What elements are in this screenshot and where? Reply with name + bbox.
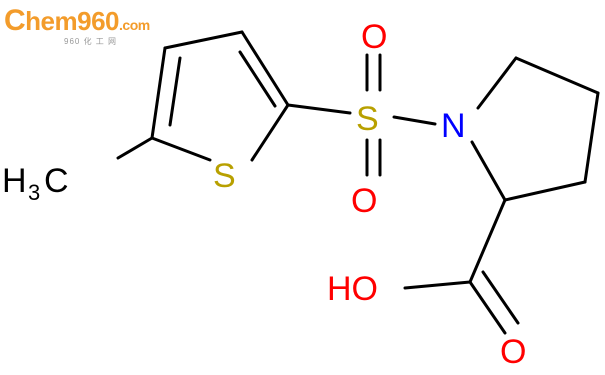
bond-c5-c4 <box>150 46 167 140</box>
bond-c2-s <box>250 103 290 162</box>
bond-c3-c2-inner <box>238 50 277 108</box>
sulfonyl-oxygen-bottom-label: O <box>351 182 377 220</box>
thiophene-sulfur-label: S <box>213 157 236 195</box>
methyl-subscript-label: 3 <box>28 180 40 205</box>
bond-methyl-c5 <box>116 136 154 160</box>
bond-c-o-b <box>481 270 520 325</box>
sulfonyl-oxygen-top-label: O <box>361 18 387 56</box>
brand-rest: hem960 <box>25 6 120 36</box>
bonds <box>116 30 600 335</box>
pyrrolidine-nitrogen-label: N <box>441 107 466 145</box>
chem960-watermark-logo: Chem960.com 960 化 工 网 <box>4 6 164 52</box>
bond-c5-s <box>150 136 212 162</box>
bond-c2p-n <box>470 140 507 202</box>
bond-c4-c3 <box>163 30 244 50</box>
bond-c-oh <box>403 280 472 290</box>
watermark-subtitle: 960 化 工 网 <box>64 37 118 46</box>
bond-c5-c4-inner <box>168 56 182 127</box>
atom-labels: H 3 C S S O O N HO O <box>2 18 526 371</box>
sulfonyl-sulfur-label: S <box>356 100 379 138</box>
bond-sulfonyl-n <box>392 115 437 126</box>
watermark-brand: Chem960.com <box>4 6 150 40</box>
carbonyl-oxygen-label: O <box>500 333 526 371</box>
methyl-h-label: H <box>2 162 27 200</box>
bond-c4p-c3p <box>583 91 600 184</box>
bond-c2-sulfonyl <box>286 103 352 115</box>
bond-c5p-c4p <box>514 56 600 95</box>
bond-c2p-cooh <box>468 198 507 284</box>
bond-c3p-c2p <box>503 180 587 202</box>
bond-c-o-a <box>468 280 507 335</box>
brand-tld: .com <box>119 17 150 33</box>
methyl-c-label: C <box>44 162 69 200</box>
hydroxyl-label: HO <box>327 270 378 308</box>
brand-initial: C <box>4 4 26 37</box>
bond-c3-c2 <box>240 30 290 107</box>
bond-n-c5p <box>476 56 518 110</box>
